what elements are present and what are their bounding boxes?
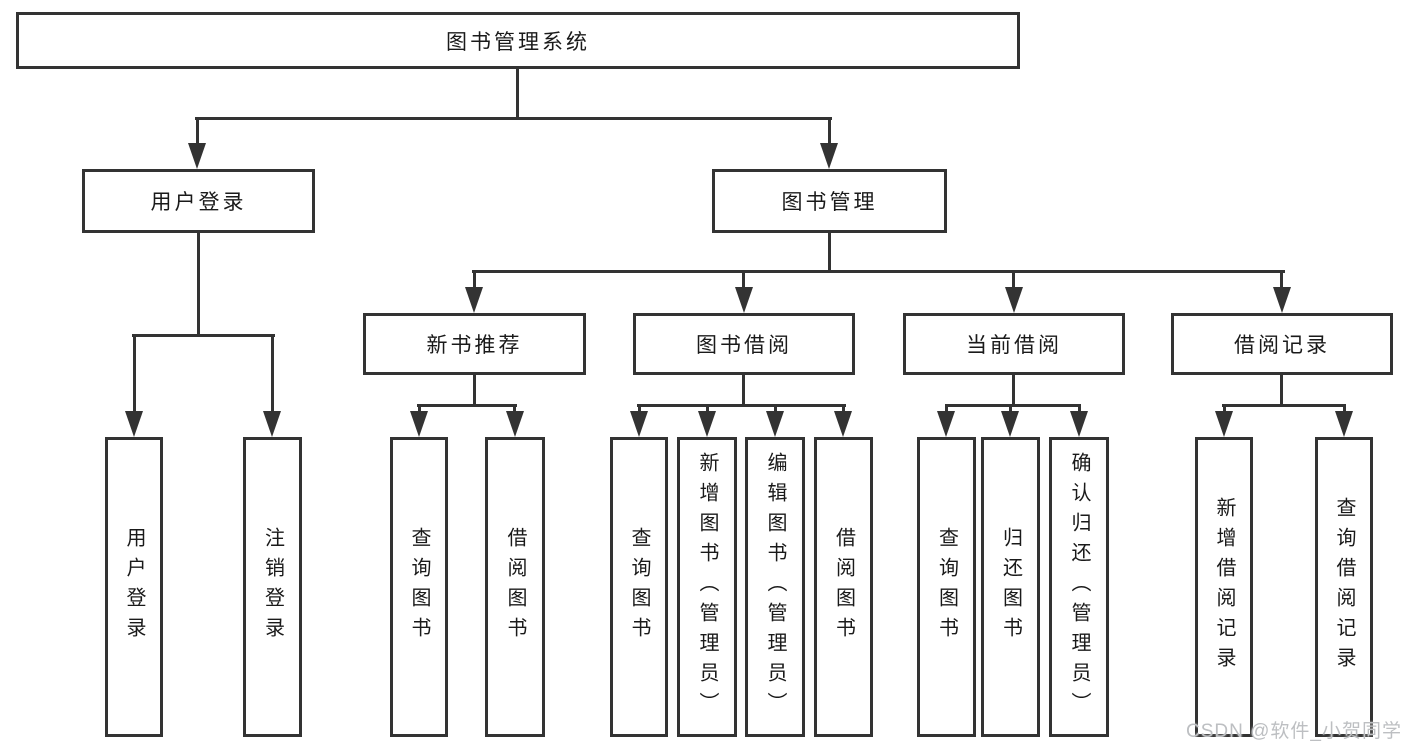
leaf-recommend-query-book: 查询图书	[390, 437, 448, 737]
node-book-borrow: 图书借阅	[633, 313, 855, 375]
arrowhead-down-icon	[1005, 287, 1023, 313]
connector-line	[197, 233, 200, 336]
leaf-current-confirm-return-admin: 确认归还（管理员）	[1049, 437, 1109, 737]
connector-line	[417, 404, 517, 407]
arrowhead-down-icon	[1335, 411, 1353, 437]
connector-line	[473, 375, 476, 406]
connector-line	[271, 334, 274, 416]
arrowhead-down-icon	[1070, 411, 1088, 437]
arrowhead-down-icon	[188, 143, 206, 169]
leaf-borrow-borrow-book: 借阅图书	[814, 437, 873, 737]
connector-line	[1280, 270, 1283, 292]
node-new-book-recommend: 新书推荐	[363, 313, 586, 375]
connector-line	[473, 270, 476, 292]
leaf-current-return-book: 归还图书	[981, 437, 1040, 737]
arrowhead-down-icon	[766, 411, 784, 437]
connector-line	[132, 334, 275, 337]
connector-line	[945, 404, 1081, 407]
node-book-management: 图书管理	[712, 169, 947, 233]
leaf-record-query-borrow-record: 查询借阅记录	[1315, 437, 1373, 737]
leaf-user-login: 用户登录	[105, 437, 163, 737]
connector-line	[742, 270, 745, 292]
node-current-borrow: 当前借阅	[903, 313, 1125, 375]
arrowhead-down-icon	[1215, 411, 1233, 437]
arrowhead-down-icon	[630, 411, 648, 437]
connector-line	[1012, 270, 1015, 292]
leaf-current-query-book: 查询图书	[917, 437, 976, 737]
connector-line	[742, 375, 745, 406]
connector-line	[828, 233, 831, 272]
connector-line	[472, 270, 1285, 273]
arrowhead-down-icon	[125, 411, 143, 437]
connector-line	[828, 117, 831, 147]
connector-line	[1280, 375, 1283, 406]
leaf-borrow-edit-book-admin: 编辑图书（管理员）	[745, 437, 805, 737]
arrowhead-down-icon	[1273, 287, 1291, 313]
leaf-record-add-borrow-record: 新增借阅记录	[1195, 437, 1253, 737]
watermark: CSDN @软件_小贺同学	[1186, 721, 1402, 742]
arrowhead-down-icon	[698, 411, 716, 437]
arrowhead-down-icon	[263, 411, 281, 437]
leaf-borrow-query-book: 查询图书	[610, 437, 668, 737]
connector-line	[516, 69, 519, 119]
leaf-logout: 注销登录	[243, 437, 302, 737]
connector-line	[1012, 375, 1015, 406]
node-library-management-system: 图书管理系统	[16, 12, 1020, 69]
connector-line	[195, 117, 832, 120]
arrowhead-down-icon	[834, 411, 852, 437]
arrowhead-down-icon	[506, 411, 524, 437]
arrowhead-down-icon	[1001, 411, 1019, 437]
arrowhead-down-icon	[410, 411, 428, 437]
arrowhead-down-icon	[735, 287, 753, 313]
connector-line	[133, 334, 136, 416]
connector-line	[637, 404, 846, 407]
leaf-recommend-borrow-book: 借阅图书	[485, 437, 545, 737]
node-borrow-record: 借阅记录	[1171, 313, 1393, 375]
arrowhead-down-icon	[820, 143, 838, 169]
leaf-borrow-add-book-admin: 新增图书（管理员）	[677, 437, 737, 737]
node-user-login: 用户登录	[82, 169, 315, 233]
connector-line	[1222, 404, 1346, 407]
connector-line	[196, 117, 199, 147]
arrowhead-down-icon	[465, 287, 483, 313]
arrowhead-down-icon	[937, 411, 955, 437]
